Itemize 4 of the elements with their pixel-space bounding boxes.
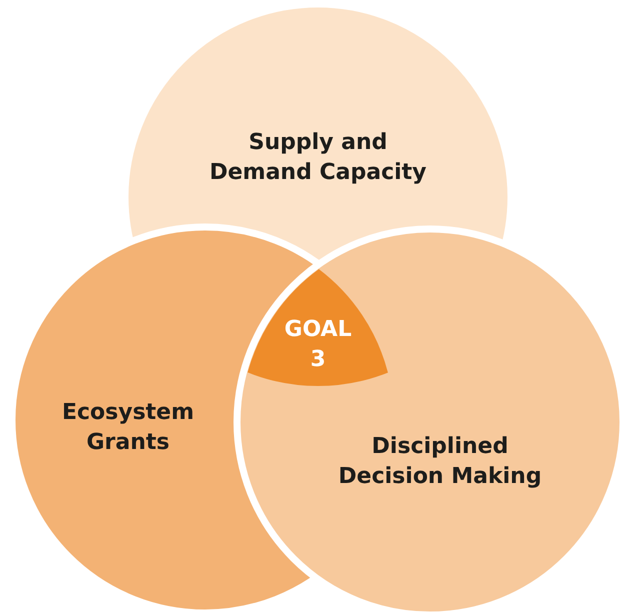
circle-label: GOAL 3 bbox=[283, 316, 353, 374]
circle-label: Ecosystem Grants bbox=[60, 399, 196, 457]
circle-label: Supply and Demand Capacity bbox=[208, 129, 428, 187]
circle-label: Disciplined Decision Making bbox=[337, 433, 543, 491]
